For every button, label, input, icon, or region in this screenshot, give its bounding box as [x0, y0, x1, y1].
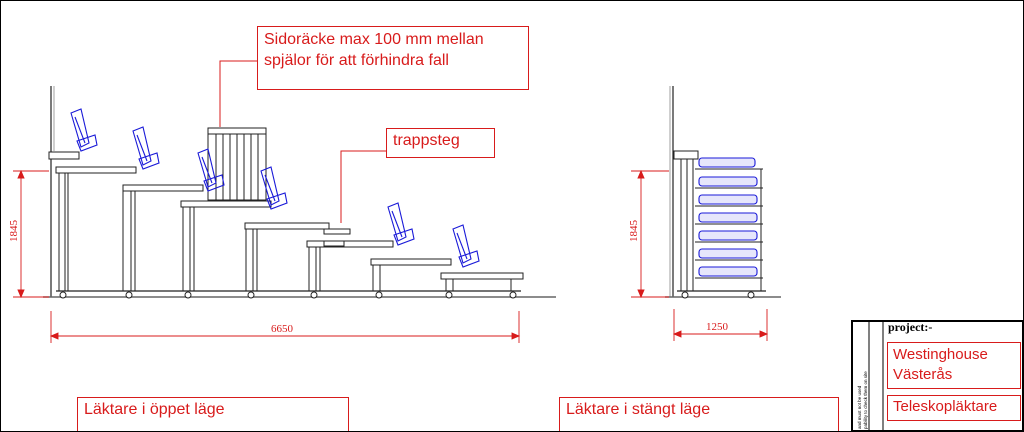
tier-5	[306, 240, 394, 291]
project-label: project:-	[888, 320, 933, 334]
seat	[452, 224, 480, 268]
open-caption: Läktare i öppet läge	[77, 397, 349, 431]
closed-width-dimension: 1250	[706, 321, 729, 333]
stairs-note: trappsteg	[386, 128, 495, 158]
railing-note-line2: spjälor för att förhindra fall	[264, 52, 449, 69]
title-block-frame	[851, 320, 1023, 431]
closed-caption: Läktare i stängt läge	[559, 397, 839, 431]
closed-caption-text: Läktare i stängt läge	[566, 401, 711, 418]
tier-6	[370, 258, 524, 291]
open-dimensions	[13, 169, 521, 343]
product-text: Teleskopläktare	[893, 398, 998, 415]
closed-seats	[698, 157, 758, 277]
title-note-line1: and must not be used	[857, 385, 862, 429]
leader-lines	[219, 60, 386, 223]
stairs	[323, 228, 351, 247]
tier-1	[48, 151, 137, 291]
closed-dimensions	[631, 169, 769, 341]
wheels	[59, 291, 517, 299]
tier-4	[244, 222, 330, 291]
product-box: Teleskopläktare	[887, 395, 1021, 421]
title-note-line2: pability to check them on site	[863, 371, 868, 429]
stacked-tiers	[695, 168, 763, 291]
client-line1: Westinghouse	[893, 346, 988, 363]
seat	[70, 108, 98, 152]
seat	[132, 126, 160, 170]
open-seats	[70, 108, 480, 268]
client-line2: Västerås	[893, 366, 953, 383]
open-width-dimension: 6650	[271, 323, 294, 335]
seat	[387, 202, 415, 246]
railing-note: Sidoräcke max 100 mm mellan spjälor för …	[257, 26, 529, 90]
closed-view	[665, 86, 781, 299]
open-caption-text: Läktare i öppet läge	[84, 401, 225, 418]
seat	[260, 166, 288, 210]
tier-2	[122, 184, 204, 291]
stairs-note-text: trappsteg	[393, 132, 460, 149]
seat	[197, 148, 225, 192]
side-railing	[207, 127, 267, 201]
open-view	[43, 86, 556, 299]
open-height-dimension: 1845	[8, 220, 20, 243]
closed-height-dimension: 1845	[628, 220, 640, 243]
railing-note-line1: Sidoräcke max 100 mm mellan	[264, 31, 484, 48]
client-box: Westinghouse Västerås	[887, 342, 1021, 389]
